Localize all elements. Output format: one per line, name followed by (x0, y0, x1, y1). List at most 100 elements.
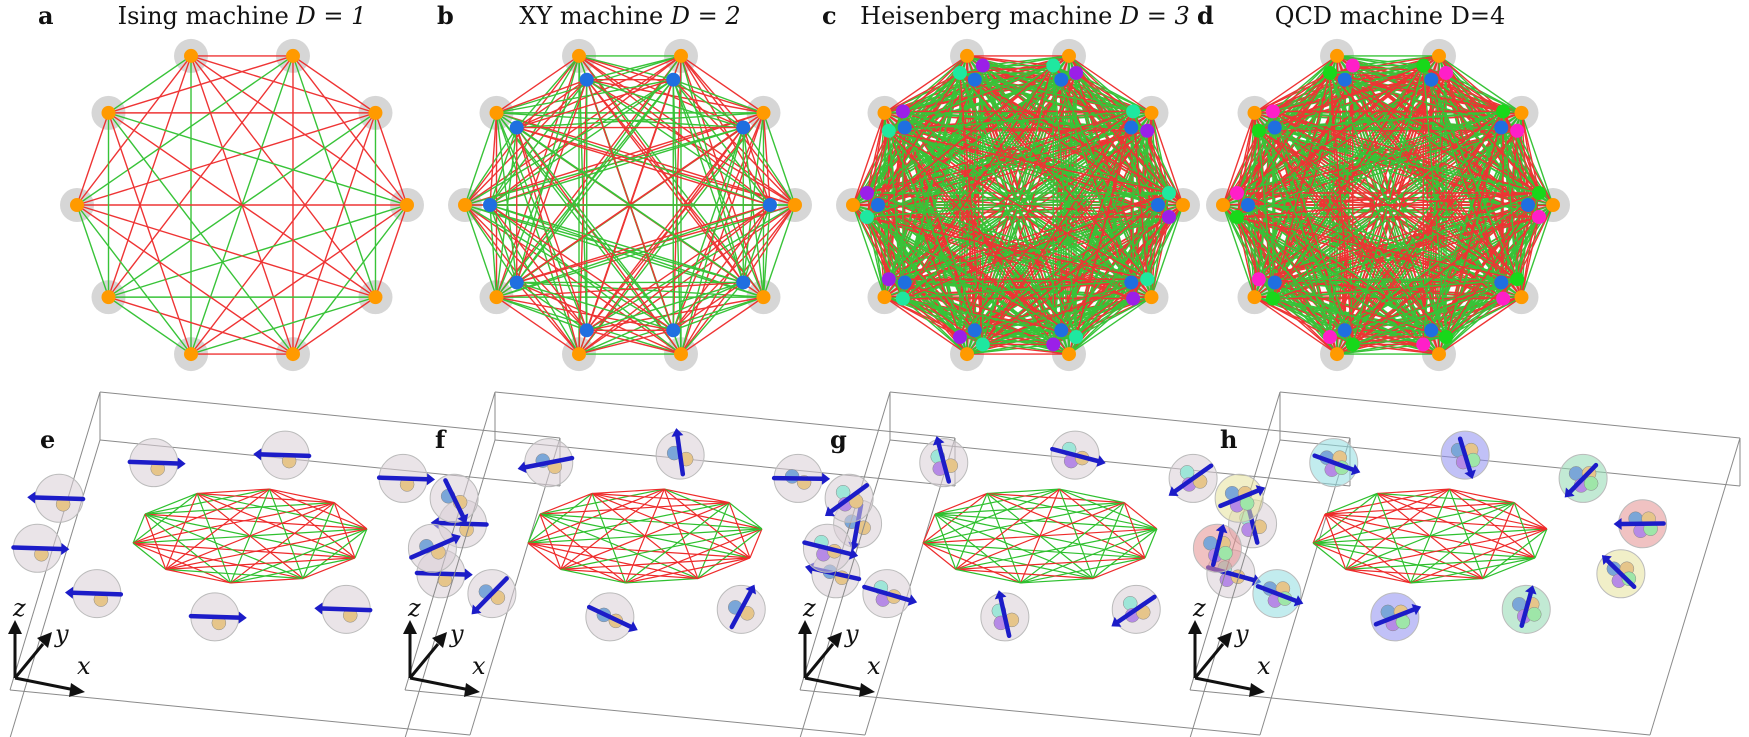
edge (586, 329, 682, 355)
y-axis (13, 643, 45, 679)
edge (959, 192, 1170, 338)
edge (1410, 502, 1515, 584)
edge (578, 281, 744, 355)
spin-arrow-shaft (376, 475, 430, 482)
edge (165, 557, 356, 570)
edge (1052, 111, 1134, 345)
edge (144, 513, 167, 570)
edge (496, 112, 744, 129)
spin-node (1416, 337, 1431, 352)
edge (496, 281, 744, 298)
y-axis (1193, 643, 1225, 679)
edge (1422, 111, 1504, 345)
edge (1258, 72, 1331, 132)
edge (663, 488, 699, 579)
spin-site (655, 428, 705, 480)
spin-node (871, 198, 885, 212)
box-edge (99, 391, 561, 439)
edge (107, 55, 192, 298)
edge (1258, 64, 1424, 132)
spin-node (1126, 291, 1141, 306)
edge (1254, 55, 1338, 114)
x-arrowhead (69, 683, 85, 697)
edge (1272, 72, 1447, 113)
edge (902, 72, 1077, 113)
spin-arrowhead (745, 584, 756, 595)
spin-arrowhead (1096, 455, 1106, 467)
box-edge (1189, 689, 1651, 736)
edge (1236, 111, 1274, 218)
spin-site (11, 523, 70, 573)
y-axis-label: y (54, 620, 69, 648)
spin-node (1247, 105, 1262, 120)
spin-arrowhead (1564, 487, 1575, 498)
edge (76, 204, 294, 355)
edge (888, 64, 1054, 132)
edge (742, 204, 771, 283)
edge (866, 130, 890, 194)
edge (673, 296, 764, 331)
spin-node (1439, 65, 1454, 80)
edge (1258, 278, 1331, 338)
panel-label: h (1220, 425, 1237, 454)
z-axis-label: z (407, 594, 421, 622)
spin-node (400, 198, 414, 212)
edge (1258, 110, 1504, 132)
spin-arrowhead (471, 604, 482, 615)
edge (1448, 488, 1536, 559)
spin-site (64, 569, 124, 619)
edge (1376, 493, 1412, 584)
spin-node (895, 291, 910, 306)
edge (539, 513, 627, 584)
edge (1312, 542, 1484, 580)
spin-site (1613, 499, 1668, 549)
edge (902, 298, 968, 355)
edge (1258, 130, 1518, 280)
box-edge (1189, 439, 1281, 737)
edge (108, 204, 408, 298)
spin-node (860, 210, 874, 224)
spin-site (919, 436, 969, 488)
spin-site (1501, 584, 1551, 634)
spin-arrow-shaft (11, 545, 64, 552)
edge (1236, 216, 1354, 345)
z-axis-label: z (802, 594, 816, 622)
spin-node (579, 72, 594, 87)
spin-arrow-shaft (1312, 453, 1356, 472)
spin-site (1111, 584, 1161, 634)
edge (1258, 130, 1540, 194)
edge (1502, 111, 1540, 218)
spin-node (1061, 347, 1076, 362)
y-arrowhead (827, 632, 842, 648)
spin-arrow-shaft (1255, 584, 1299, 604)
edge (1445, 72, 1518, 132)
x-axis (409, 676, 471, 692)
edge (1058, 488, 1146, 559)
panel-label: b (437, 1, 454, 30)
edge (680, 281, 744, 355)
edge (1516, 192, 1540, 280)
edge (108, 112, 376, 298)
edge (108, 55, 192, 114)
coupling-edges (1312, 488, 1548, 584)
panel-title: QCD machine D=4 (1275, 2, 1505, 30)
edge (672, 79, 744, 129)
edge (1445, 72, 1504, 112)
edge (190, 296, 376, 355)
edge (1438, 55, 1522, 114)
edge (762, 112, 796, 206)
spin-site (517, 438, 575, 488)
edge (1345, 528, 1548, 570)
spin-node (1439, 330, 1454, 345)
spin-arrowhead (1168, 486, 1179, 497)
edge (742, 127, 796, 206)
edge (516, 126, 744, 284)
edge (922, 542, 1094, 580)
edge (672, 127, 744, 331)
edge (560, 528, 763, 570)
spin-arrowhead (1215, 524, 1228, 534)
edge (230, 577, 303, 584)
spin-node (1345, 58, 1360, 73)
edge (1513, 502, 1548, 530)
